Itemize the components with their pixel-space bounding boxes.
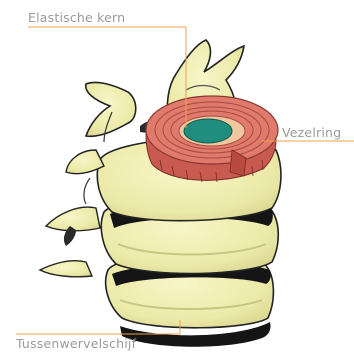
nucleus-pulposus [184, 119, 232, 143]
label-nucleus: Elastische kern [28, 11, 125, 25]
label-annulus: Vezelring [282, 126, 341, 140]
label-disc: Tussenwervelschijf [16, 337, 136, 351]
